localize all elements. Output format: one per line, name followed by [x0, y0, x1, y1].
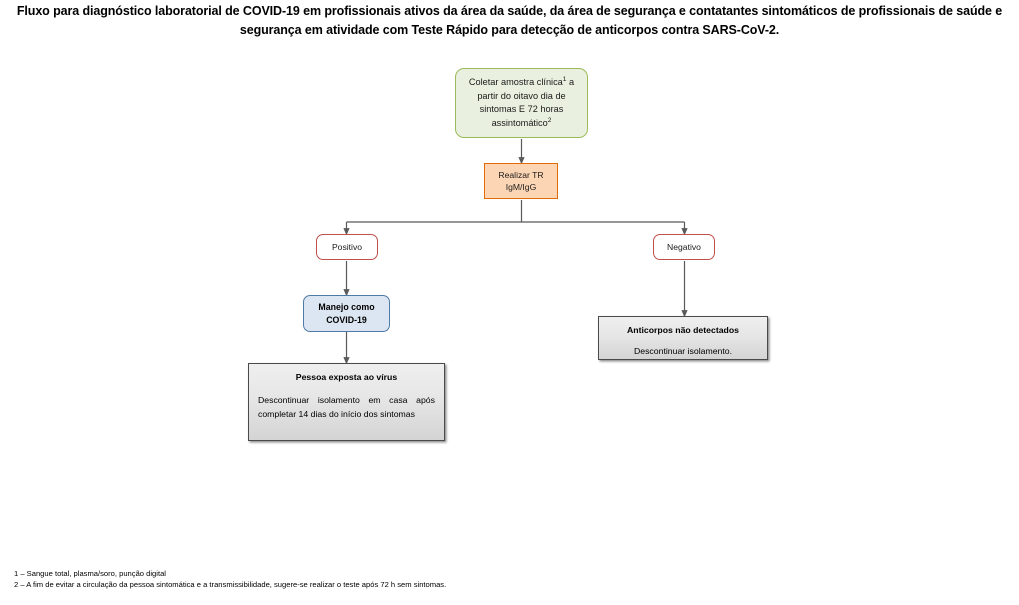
node-collect-line2: partir do oitavo dia de	[477, 90, 566, 101]
node-exposed-body: Descontinuar isolamento em casa após com…	[258, 395, 435, 419]
node-manejo-covid[interactable]: Manejo como COVID-19	[303, 295, 390, 332]
node-negativo[interactable]: Negativo	[653, 234, 715, 260]
node-positivo[interactable]: Positivo	[316, 234, 378, 260]
node-antibodies-heading: Anticorpos não detectados	[627, 325, 739, 335]
node-pessoa-exposta[interactable]: Pessoa exposta ao vírus Descontinuar iso…	[248, 363, 445, 441]
node-manage-line1: Manejo como	[318, 302, 375, 312]
footnote-ref-2: 2	[547, 116, 552, 124]
node-positive-label: Positivo	[331, 242, 363, 252]
node-collect-line1: Coletar amostra clínica1 a	[468, 75, 575, 87]
node-test-line2: IgM/IgG	[505, 182, 537, 192]
flowchart-canvas: Coletar amostra clínica1 a partir do oit…	[248, 68, 768, 441]
node-collect-line4: assintomático2	[491, 116, 552, 128]
page-title: Fluxo para diagnóstico laboratorial de C…	[16, 4, 1003, 37]
node-realizar-tr[interactable]: Realizar TR IgM/IgG	[484, 163, 558, 199]
footnotes: 1 – Sangue total, plasma/soro, punção di…	[14, 568, 994, 590]
node-test-line1: Realizar TR	[498, 170, 544, 180]
node-collect-line3: sintomas E 72 horas	[479, 104, 564, 114]
node-antibodies-body: Descontinuar isolamento.	[633, 346, 733, 356]
node-negative-label: Negativo	[667, 242, 701, 252]
footnote-ref-1: 1	[562, 75, 567, 83]
node-anticorpos-nao-detectados[interactable]: Anticorpos não detectados Descontinuar i…	[598, 316, 768, 360]
node-exposed-heading: Pessoa exposta ao vírus	[295, 372, 398, 382]
node-manage-line2: COVID-19	[326, 314, 367, 325]
footnote-2: 2 – A fim de evitar a circulação da pess…	[14, 580, 447, 589]
footnote-1: 1 – Sangue total, plasma/soro, punção di…	[14, 569, 166, 578]
node-coletar-amostra[interactable]: Coletar amostra clínica1 a partir do oit…	[455, 68, 588, 138]
